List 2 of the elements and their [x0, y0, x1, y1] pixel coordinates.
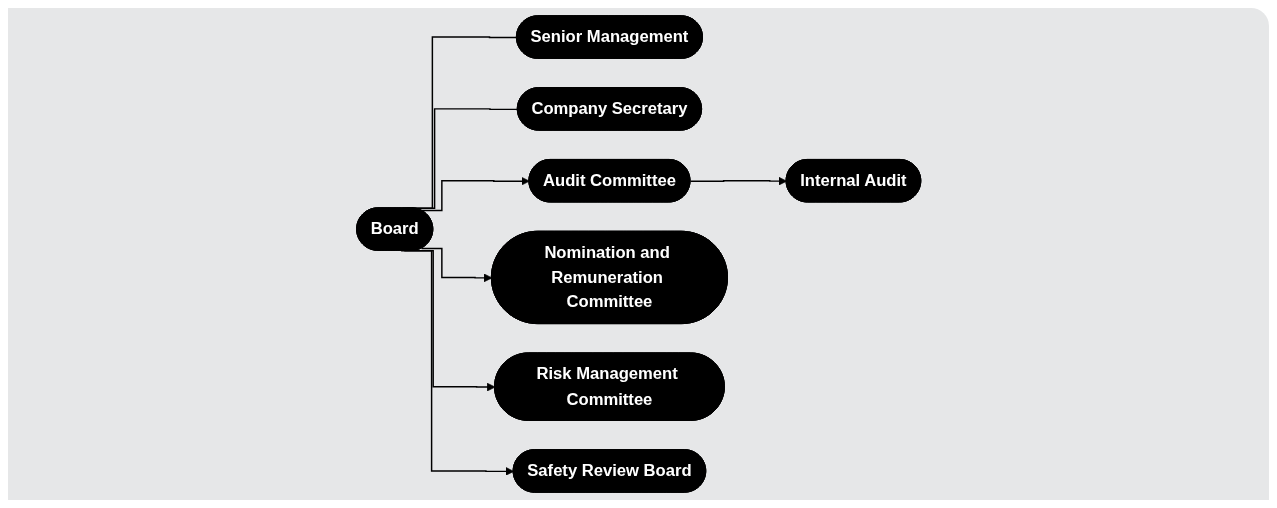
- arrow: [689, 176, 787, 186]
- arrow: [420, 247, 493, 283]
